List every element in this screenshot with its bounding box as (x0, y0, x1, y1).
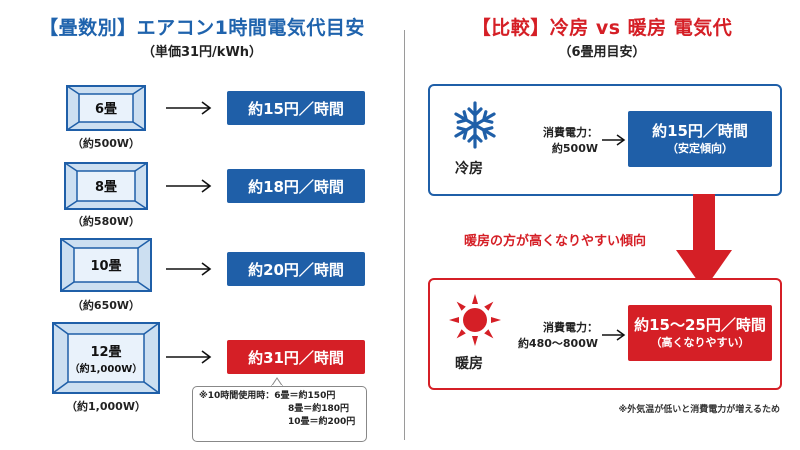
arrow-right-icon (166, 262, 212, 276)
cost-12-badge: 約31円／時間 (227, 340, 365, 374)
room-12-icon: 12畳 （約1,000W） (52, 322, 160, 394)
heating-cost: 約15〜25円／時間 (634, 316, 766, 334)
note-heading: ※10時間使用時： (199, 391, 275, 401)
heating-cost-box: 約15〜25円／時間 （高くなりやすい） (628, 305, 772, 361)
cooling-power-label: 消費電力： (543, 126, 598, 139)
note-line-6: 6畳＝約150円 (274, 391, 336, 401)
cooling-power-value: 約500W (551, 142, 598, 155)
heating-label: 暖房 (455, 356, 483, 372)
cost-6-badge: 約15円／時間 (227, 91, 365, 125)
room-8-power: （約580W） (71, 215, 141, 228)
right-title: 【比較】冷房 vs 暖房 電気代 (471, 17, 733, 39)
note-line-8: 8畳＝約180円 (288, 404, 350, 414)
room-6-icon: 6畳 (66, 85, 146, 131)
cost-8-badge: 約18円／時間 (227, 169, 365, 203)
arrow-right-icon (602, 329, 626, 341)
cooling-label: 冷房 (455, 161, 483, 177)
sun-icon (449, 294, 501, 346)
room-12-sublabel: （約1,000W） (70, 362, 143, 375)
room-6-label: 6畳 (95, 102, 117, 117)
room-10-power: （約650W） (71, 299, 141, 312)
room-12-label: 12畳 (90, 345, 121, 360)
arrow-right-icon (166, 350, 212, 364)
cooling-cost-sub: （安定傾向） (667, 142, 733, 155)
arrow-right-icon (602, 134, 626, 146)
transition-text: 暖房の方が高くなりやすい傾向 (464, 234, 647, 249)
arrow-down-icon (676, 194, 732, 290)
usage-note-box: ※10時間使用時：6畳＝約150円 8畳＝約180円 10畳＝約200円 (192, 386, 367, 442)
arrow-right-icon (166, 101, 212, 115)
left-title: 【畳数別】エアコン1時間電気代目安 (39, 17, 365, 39)
section-divider (404, 30, 405, 440)
cooling-cost: 約15円／時間 (652, 122, 748, 140)
cooling-cost-box: 約15円／時間 （安定傾向） (628, 111, 772, 167)
heating-power-value: 約480〜800W (517, 337, 598, 350)
right-subtitle: （6畳用目安） (558, 45, 646, 60)
room-8-icon: 8畳 (64, 162, 148, 210)
heating-power-label: 消費電力： (543, 321, 598, 334)
room-10-label: 10畳 (90, 259, 121, 274)
footnote: ※外気温が低いと消費電力が増えるため (618, 405, 780, 415)
snowflake-icon (454, 101, 496, 149)
room-10-icon: 10畳 (60, 238, 152, 292)
note-line-10: 10畳＝約200円 (288, 417, 356, 427)
room-6-power: （約500W） (71, 137, 141, 150)
cost-10-badge: 約20円／時間 (227, 252, 365, 286)
heating-cost-sub: （高くなりやすい） (650, 336, 750, 349)
left-subtitle: （単価31円/kWh） (141, 45, 263, 60)
room-8-label: 8畳 (95, 180, 117, 195)
arrow-right-icon (166, 179, 212, 193)
room-12-power: （約1,000W） (66, 400, 146, 413)
